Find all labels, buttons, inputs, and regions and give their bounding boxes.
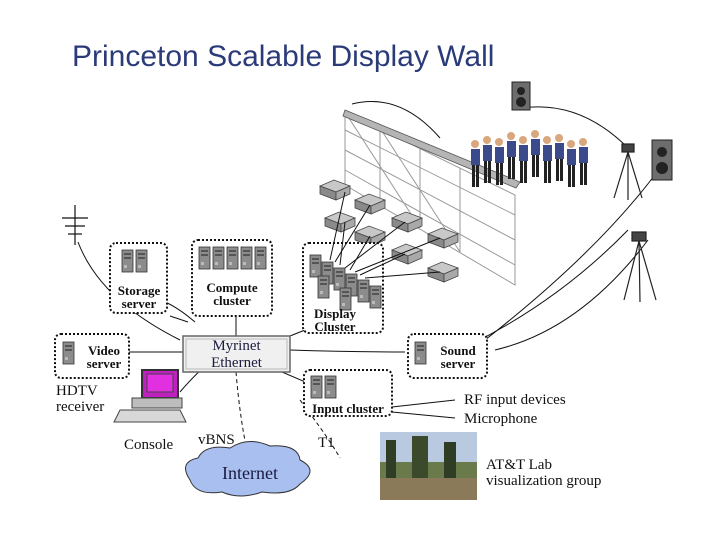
console-label: Console	[124, 437, 174, 453]
internet-cloud	[185, 441, 311, 497]
sound-server-box	[407, 333, 488, 379]
vbns-label: vBNS	[198, 432, 235, 448]
console-computer-icon	[113, 369, 187, 423]
photo-icon	[380, 432, 477, 500]
wall-top-beam	[342, 109, 521, 189]
camera-tripod-icon	[623, 231, 657, 303]
projector-cables	[329, 191, 441, 279]
att-lab-label: AT&T Lab visualization group	[486, 457, 602, 489]
video-server-label: Video server	[86, 343, 122, 371]
people-group-icon	[471, 130, 588, 187]
display-cluster-label: Display Cluster	[314, 306, 356, 334]
network-label: Myrinet Ethernet	[211, 338, 262, 371]
page-title: Princeton Scalable Display Wall	[72, 40, 495, 73]
hdtv-receiver-label: HDTV receiver	[56, 383, 105, 415]
sound-server-label: Sound server	[440, 343, 476, 371]
compute-cluster-label: Compute cluster	[206, 280, 258, 308]
input-cluster-label: Input cluster	[312, 401, 384, 416]
t1-label: T1	[318, 435, 335, 451]
rf-input-label: RF input devices	[464, 392, 566, 408]
storage-server-label: Storage server	[117, 283, 161, 311]
internet-label: Internet	[222, 463, 278, 483]
network-switch-box	[182, 335, 291, 373]
speaker-icon	[651, 139, 673, 181]
camera-tripod-icon	[613, 143, 643, 200]
speaker-icon	[511, 81, 531, 111]
antenna-icon	[62, 205, 88, 245]
connection-lines	[77, 101, 661, 419]
microphone-label: Microphone	[464, 411, 538, 427]
